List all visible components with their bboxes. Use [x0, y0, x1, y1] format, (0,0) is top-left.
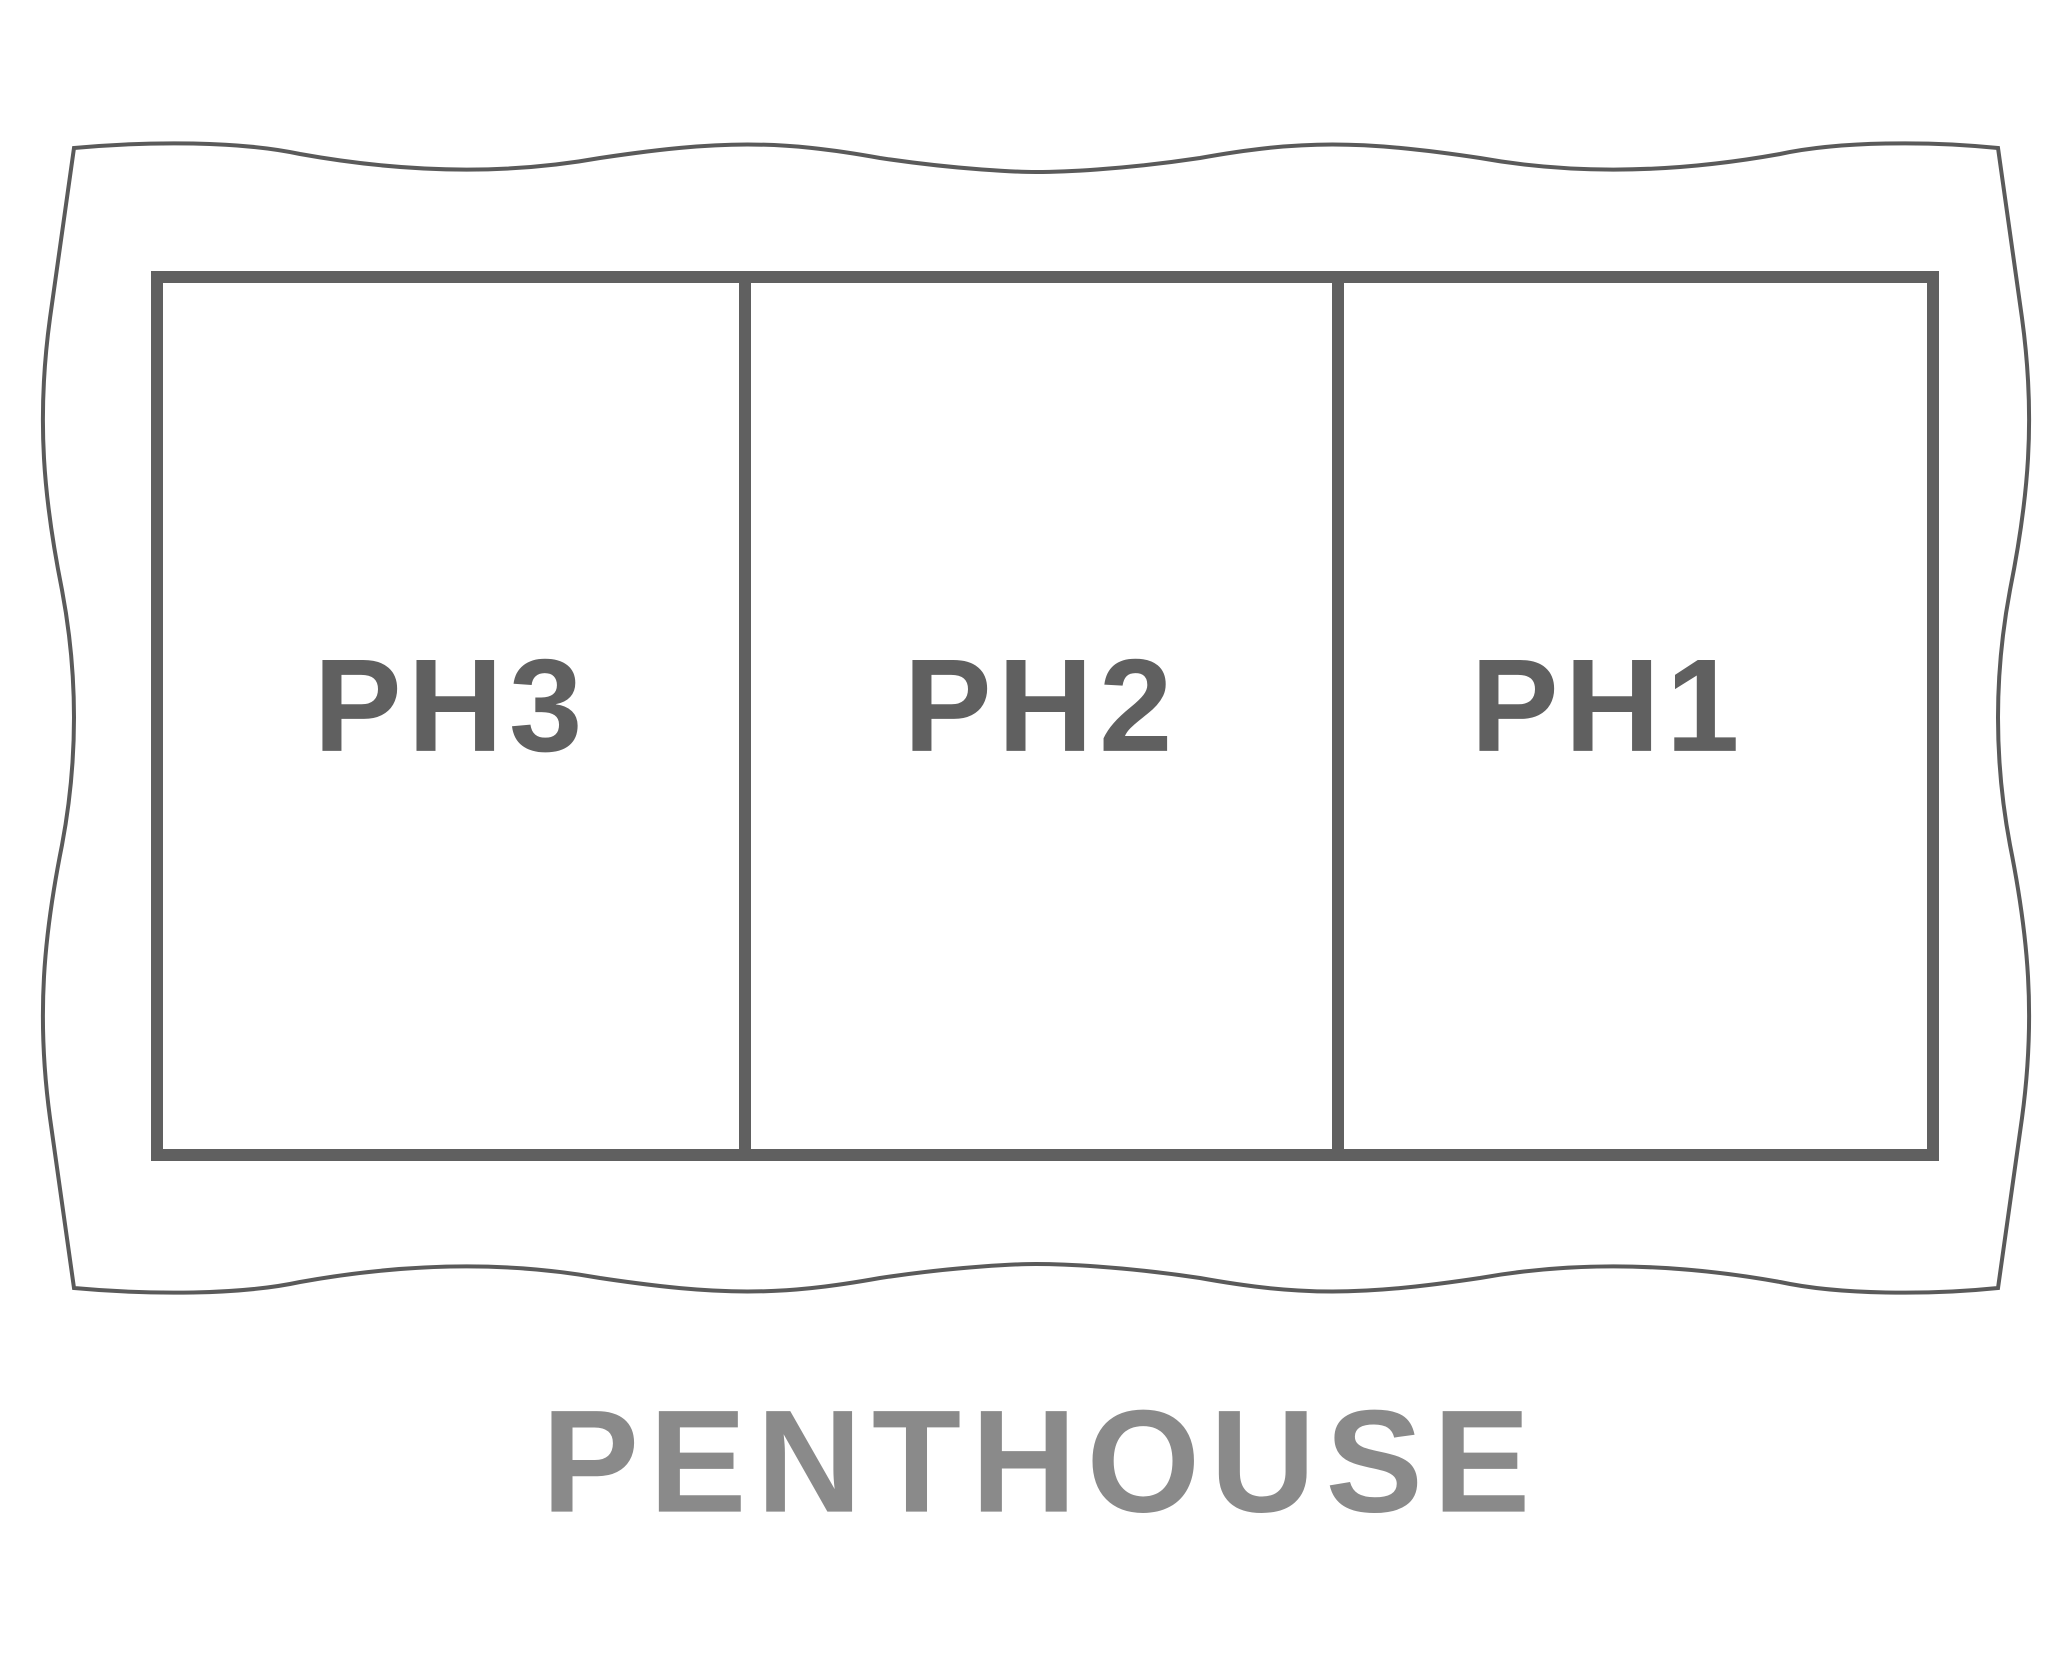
units-boundary	[151, 271, 1939, 1161]
unit-label-ph1: PH1	[1471, 632, 1746, 779]
building-footprint-outline	[40, 141, 2032, 1295]
unit-label-ph2: PH2	[904, 632, 1179, 779]
unit-label-ph3: PH3	[314, 632, 589, 779]
floor-title: PENTHOUSE	[542, 1380, 1541, 1543]
